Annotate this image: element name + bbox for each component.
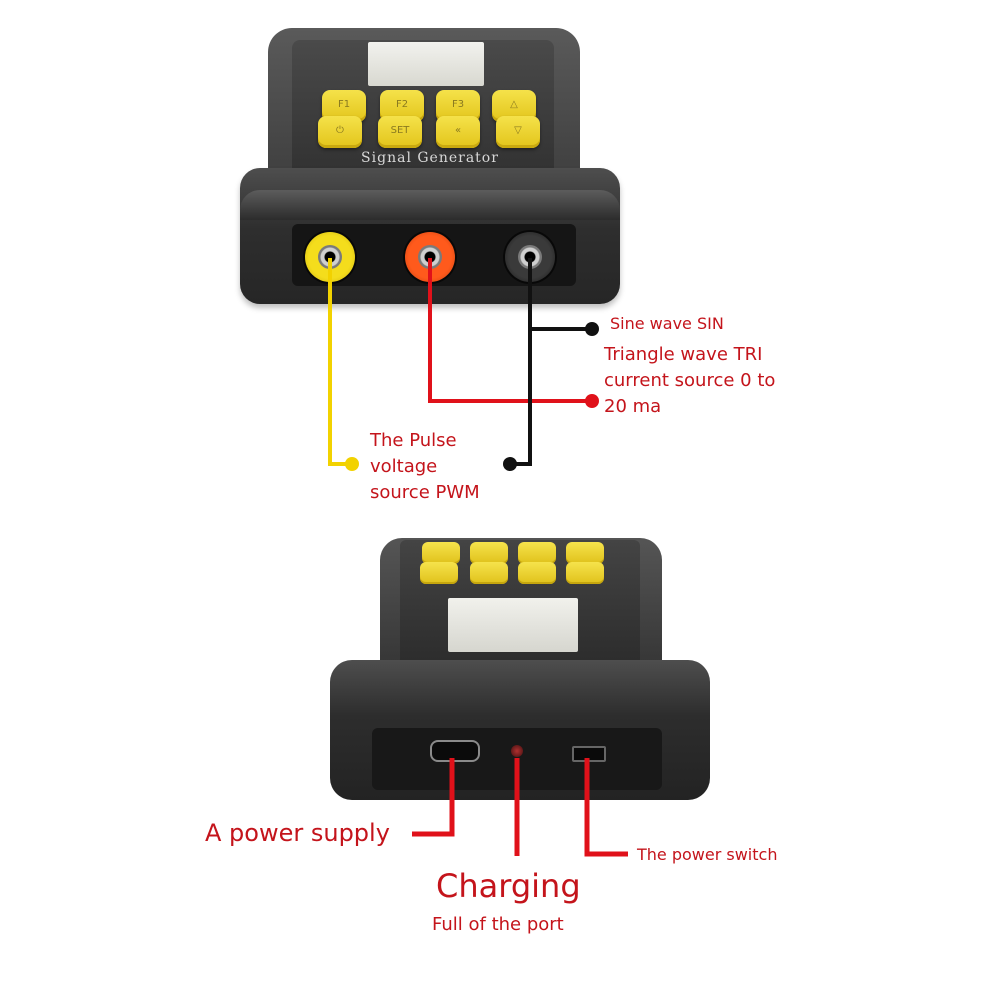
key-back[interactable]: « bbox=[436, 116, 480, 148]
label-sine: Sine wave SIN bbox=[610, 314, 724, 333]
label-current-2: 20 ma bbox=[604, 396, 662, 417]
red-dot bbox=[585, 394, 599, 408]
device-title: Signal Generator bbox=[361, 150, 499, 166]
yellow-dot bbox=[345, 457, 359, 471]
label-power-switch: The power switch bbox=[637, 845, 778, 864]
top-device-rim bbox=[240, 190, 620, 220]
label-pulse-2: voltage bbox=[370, 456, 438, 477]
charging-led bbox=[511, 745, 523, 757]
bottom-key[interactable] bbox=[470, 562, 508, 584]
bottom-key[interactable] bbox=[566, 562, 604, 584]
bottom-key[interactable] bbox=[420, 562, 458, 584]
power-supply-line bbox=[412, 758, 455, 837]
arrow-up-icon: △ bbox=[510, 99, 518, 110]
label-power-supply: A power supply bbox=[205, 819, 390, 847]
black-dot-right bbox=[585, 322, 599, 336]
power-switch-line bbox=[584, 758, 628, 857]
label-charging: Charging bbox=[436, 867, 581, 905]
top-device-screen bbox=[368, 42, 484, 86]
bottom-key[interactable] bbox=[518, 562, 556, 584]
label-pulse-3: source PWM bbox=[370, 482, 480, 503]
yellow-wire bbox=[328, 258, 352, 466]
label-current-1: current source 0 to bbox=[604, 370, 776, 391]
red-wire bbox=[428, 258, 592, 403]
bottom-key[interactable] bbox=[470, 542, 508, 564]
double-chevron-left-icon: « bbox=[454, 125, 462, 136]
black-wire bbox=[510, 258, 532, 466]
black-dot-left bbox=[503, 457, 517, 471]
bottom-device-screen bbox=[448, 598, 578, 652]
bottom-key[interactable] bbox=[422, 542, 460, 564]
key-down[interactable]: ▽ bbox=[496, 116, 540, 148]
bottom-key[interactable] bbox=[518, 542, 556, 564]
key-power[interactable]: ⏻ bbox=[318, 116, 362, 148]
bottom-key[interactable] bbox=[566, 542, 604, 564]
key-set[interactable]: SET bbox=[378, 116, 422, 148]
power-icon: ⏻ bbox=[336, 125, 344, 136]
label-pulse-1: The Pulse bbox=[370, 430, 457, 451]
usb-port[interactable] bbox=[430, 740, 480, 762]
label-charging-sub: Full of the port bbox=[432, 914, 564, 935]
label-triangle: Triangle wave TRI bbox=[604, 344, 763, 365]
arrow-down-icon: ▽ bbox=[514, 125, 522, 136]
